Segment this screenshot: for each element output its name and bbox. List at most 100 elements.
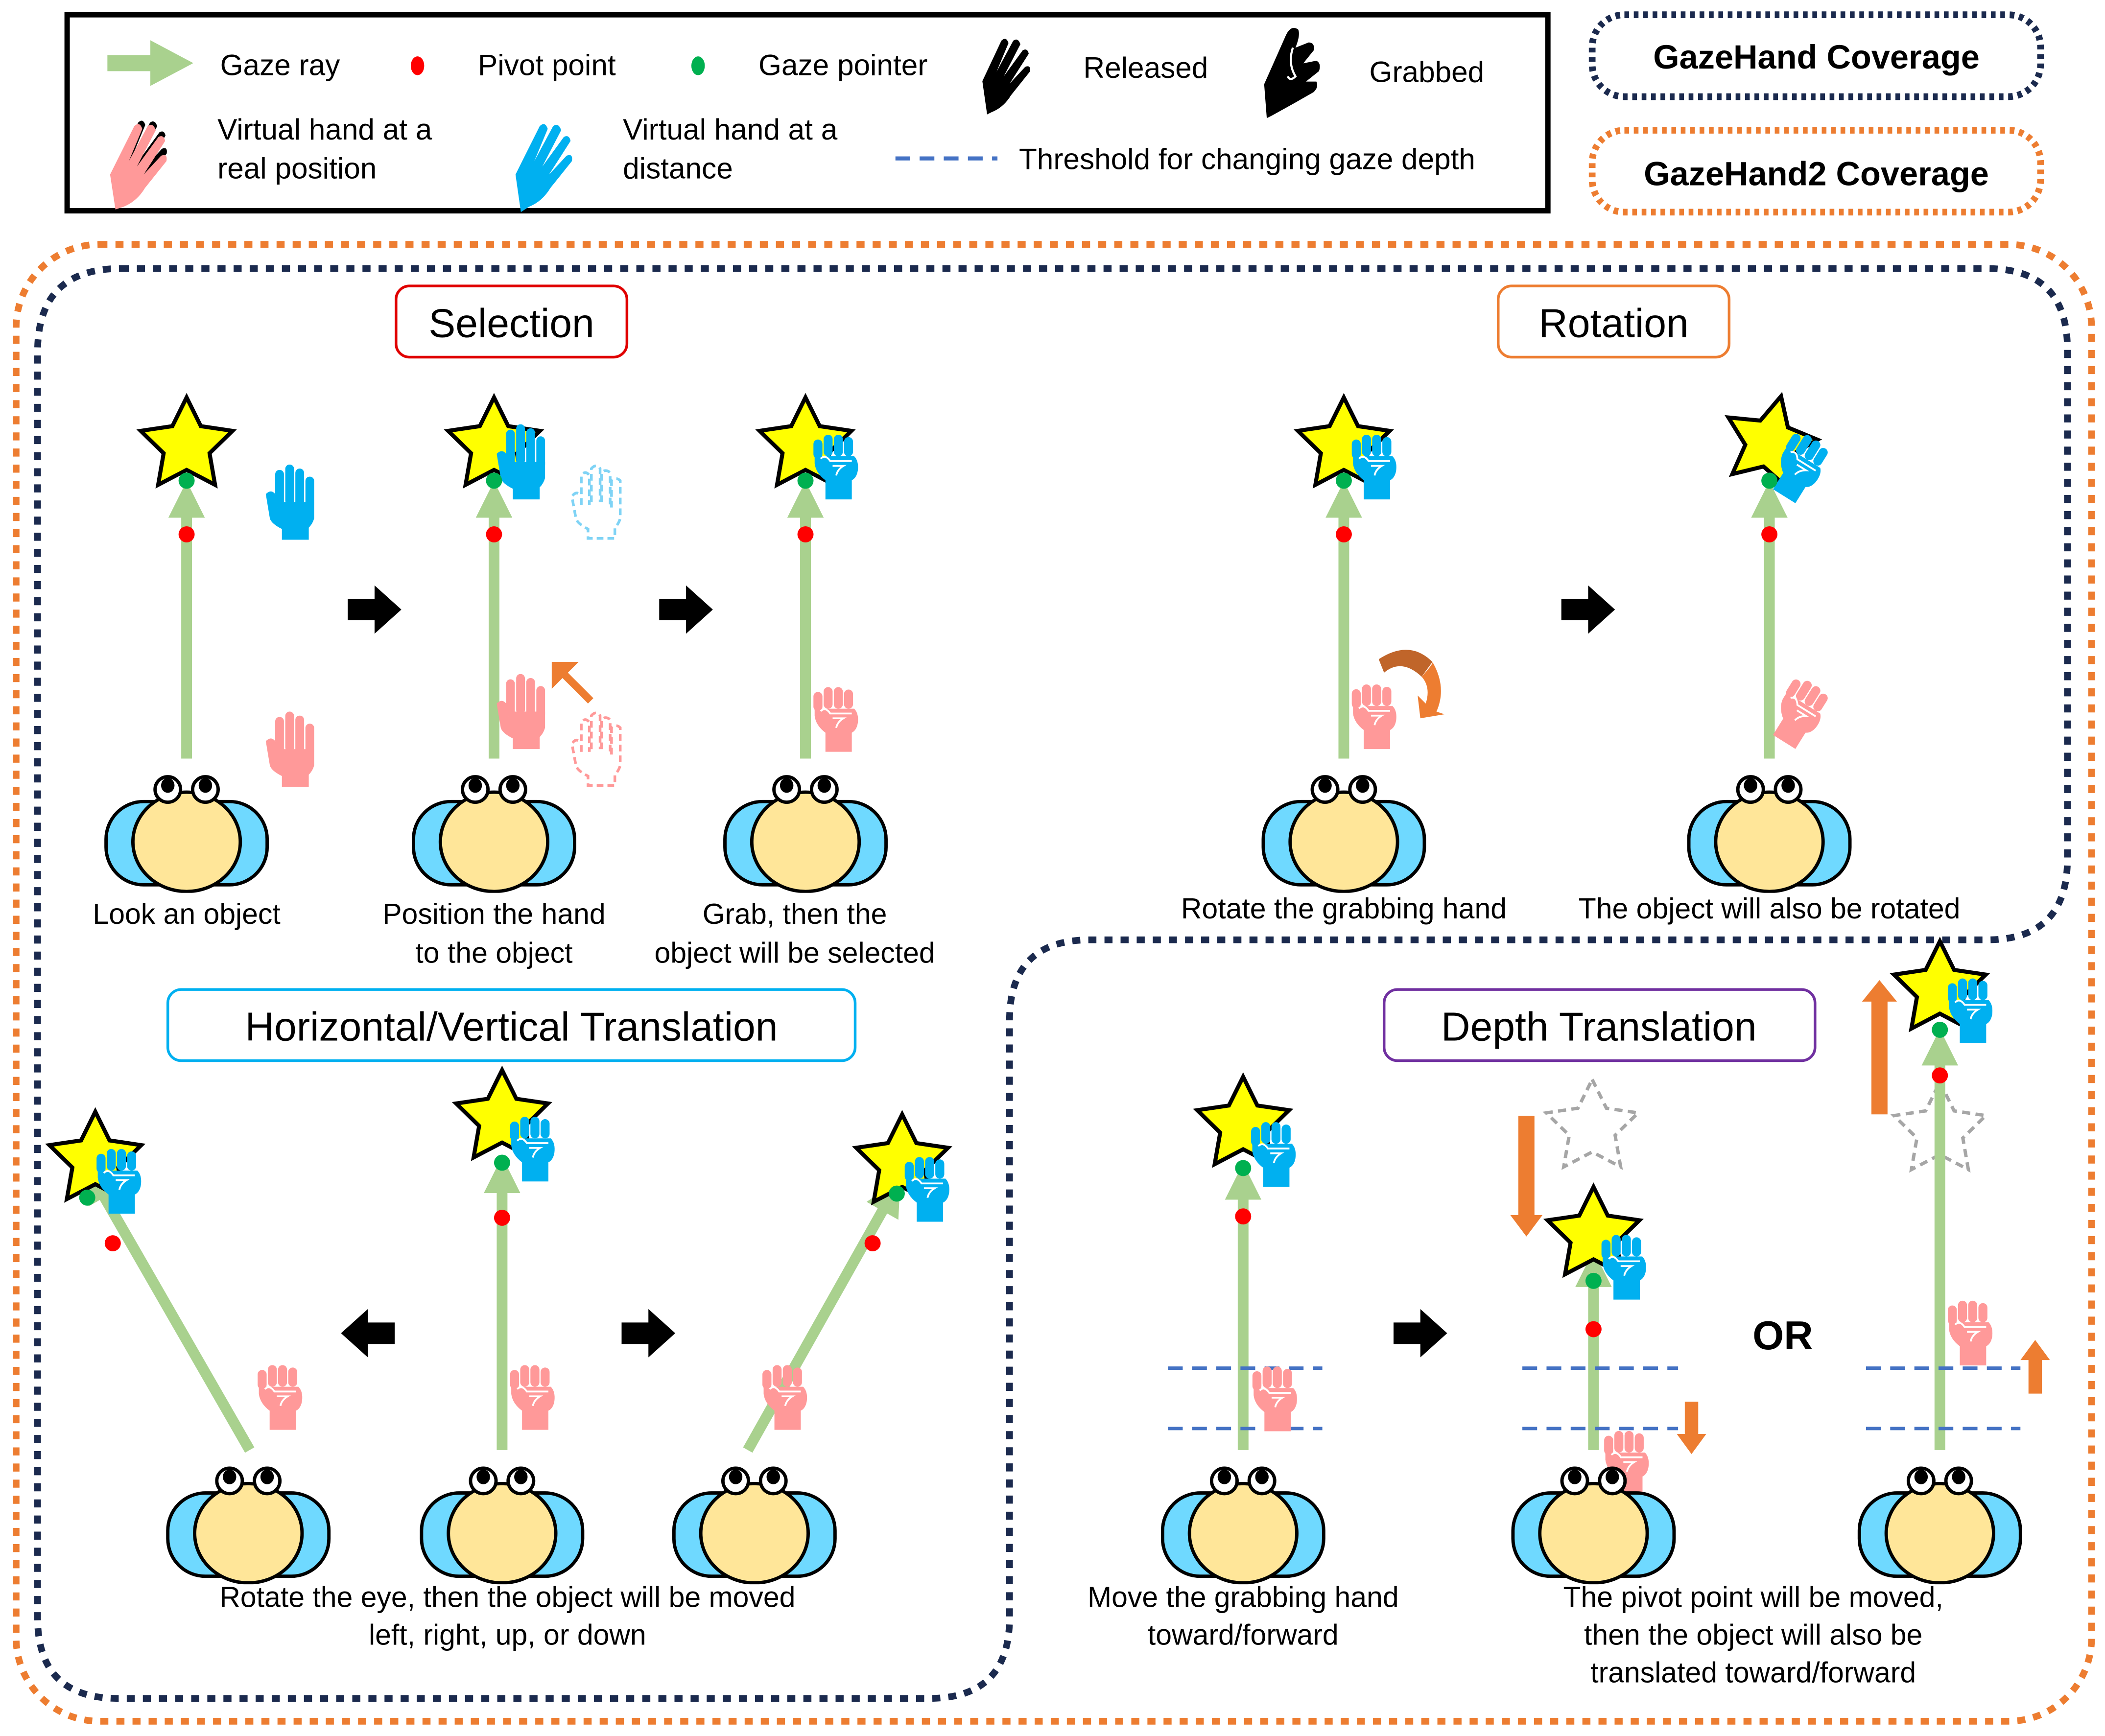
legend-grabbed-label: Grabbed bbox=[1370, 55, 1485, 88]
depth-caption-2-line3: translated toward/forward bbox=[1590, 1657, 1916, 1689]
real-hand-open-icon bbox=[497, 674, 545, 750]
or-label: OR bbox=[1752, 1314, 1813, 1358]
selection-step-1: Look an object bbox=[93, 398, 314, 930]
rotation-step-2-caption: The object will also be rotated bbox=[1579, 893, 1961, 925]
user-head-icon bbox=[1689, 777, 1850, 891]
right-arrow-icon bbox=[621, 1309, 676, 1358]
hv-translation-title: Horizontal/Vertical Translation bbox=[245, 1005, 778, 1049]
real-hand-open-icon bbox=[265, 711, 314, 787]
next-arrow-icon bbox=[1393, 1309, 1447, 1358]
virtual-hand-distance-legend-icon bbox=[515, 124, 572, 212]
user-head-icon bbox=[413, 777, 574, 891]
pivot-point-icon bbox=[178, 526, 195, 542]
distance-hand-fist-icon bbox=[1947, 977, 1993, 1043]
gaze-pointer-legend-icon bbox=[691, 56, 705, 75]
depth-caption-2-line2: then the object will also be bbox=[1584, 1619, 1922, 1651]
selection-step-3-caption-line1: Grab, then the bbox=[703, 898, 887, 930]
pivot-point-icon bbox=[1235, 1208, 1252, 1225]
selection-section: Selection Look an object Position the bbox=[93, 284, 935, 969]
legend-hand-distance-line2: distance bbox=[623, 152, 733, 185]
selection-step-1-caption: Look an object bbox=[93, 898, 280, 930]
legend-gaze-ray-label: Gaze ray bbox=[220, 48, 341, 82]
gazehand2-coverage-frame bbox=[1588, 127, 2044, 216]
gaze-pointer-icon bbox=[486, 472, 502, 489]
gazehand-coverage-label: GazeHand Coverage bbox=[1653, 38, 1980, 76]
gaze-pointer-icon bbox=[1761, 472, 1778, 489]
depth-translation-title-box bbox=[1382, 988, 1817, 1062]
user-head-icon bbox=[1263, 777, 1424, 891]
gaze-pointer-icon bbox=[1336, 472, 1352, 489]
next-arrow-icon bbox=[1561, 585, 1615, 634]
coverage-legend: GazeHand Coverage GazeHand2 Coverage bbox=[1588, 11, 2044, 216]
depth-caption-1-line1: Move the grabbing hand bbox=[1088, 1582, 1399, 1614]
selection-step-2: Position the hand to the object bbox=[382, 398, 620, 969]
gaze-pointer-icon bbox=[178, 472, 195, 489]
pivot-point-icon bbox=[864, 1235, 881, 1251]
next-arrow-icon bbox=[659, 585, 713, 634]
depth-initial-state: Move the grabbing hand toward/forward bbox=[1088, 1077, 1399, 1651]
rotate-arrow-icon bbox=[1378, 650, 1445, 719]
legend-hand-distance-line1: Virtual hand at a bbox=[623, 113, 838, 146]
gaze-pointer-icon bbox=[1585, 1272, 1602, 1289]
gazehand-coverage-frame bbox=[1588, 11, 2044, 100]
move-down-arrow-icon bbox=[1510, 1115, 1543, 1237]
hv-center-state bbox=[422, 1070, 583, 1583]
pivot-point-icon bbox=[1336, 526, 1352, 542]
user-head-icon bbox=[1513, 1468, 1674, 1583]
legend-released-label: Released bbox=[1084, 51, 1208, 84]
hv-translation-caption-line1: Rotate the eye, then the object will be … bbox=[219, 1582, 795, 1614]
real-hand-fist-icon bbox=[257, 1364, 304, 1430]
move-up-arrow-icon bbox=[1862, 980, 1897, 1115]
rotation-step-1: Rotate the grabbing hand bbox=[1181, 398, 1507, 925]
selection-step-3: Grab, then the object will be selected bbox=[654, 398, 935, 969]
user-head-icon bbox=[106, 777, 267, 891]
gazehand-coverage-region bbox=[34, 265, 2071, 1702]
hv-translation-section: Horizontal/Vertical Translation bbox=[49, 988, 950, 1651]
distance-hand-fist-icon bbox=[1250, 1121, 1297, 1187]
hand-up-arrow-icon bbox=[2020, 1339, 2050, 1394]
previous-real-hand-dashed-icon bbox=[572, 713, 620, 785]
pivot-point-icon bbox=[104, 1235, 121, 1251]
hv-left-state bbox=[49, 1112, 329, 1583]
distance-hand-open-icon bbox=[265, 464, 314, 540]
star-object-icon bbox=[141, 398, 233, 485]
rotation-title: Rotation bbox=[1538, 301, 1688, 346]
depth-toward-state bbox=[1510, 1079, 1706, 1583]
pivot-point-icon bbox=[1932, 1067, 1948, 1084]
gazehand2-coverage-label: GazeHand2 Coverage bbox=[1644, 155, 1989, 192]
distance-hand-fist-icon bbox=[1600, 1234, 1647, 1300]
hv-translation-caption-line2: left, right, up, or down bbox=[369, 1619, 646, 1651]
legend-hand-real-line1: Virtual hand at a bbox=[217, 113, 432, 146]
selection-step-2-caption-line2: to the object bbox=[415, 937, 572, 969]
pivot-point-icon bbox=[494, 1209, 510, 1226]
selection-step-2-caption-line1: Position the hand bbox=[382, 898, 605, 930]
gaze-pointer-icon bbox=[1932, 1022, 1948, 1038]
user-head-icon bbox=[1162, 1468, 1324, 1583]
pivot-point-icon bbox=[1585, 1321, 1602, 1337]
gaze-pointer-icon bbox=[889, 1185, 905, 1202]
gaze-ray bbox=[86, 1166, 255, 1453]
gaze-pointer-icon bbox=[494, 1154, 510, 1171]
pivot-point-icon bbox=[486, 526, 502, 542]
user-head-icon bbox=[725, 777, 886, 891]
gaze-ray-legend-icon bbox=[107, 40, 193, 86]
pivot-point-icon bbox=[797, 526, 814, 542]
legend: Gaze ray Pivot point Gaze pointer Releas… bbox=[64, 12, 1551, 214]
rotation-title-box bbox=[1497, 284, 1731, 359]
depth-caption-2-line1: The pivot point will be moved, bbox=[1563, 1582, 1943, 1614]
distance-hand-fist-icon bbox=[812, 434, 859, 500]
real-hand-fist-icon bbox=[1350, 683, 1397, 750]
gaze-pointer-icon bbox=[1235, 1160, 1252, 1176]
depth-translation-section: Depth Translation Move the grabbing hand… bbox=[1088, 941, 2050, 1689]
selection-title-box bbox=[395, 284, 629, 359]
rotation-step-1-caption: Rotate the grabbing hand bbox=[1181, 893, 1507, 925]
rotation-step-2: The object will also be rotated bbox=[1579, 385, 1961, 925]
real-hand-fist-icon bbox=[1947, 1300, 1993, 1366]
rotation-section: Rotation Rotate the grabbing hand Th bbox=[1181, 284, 1961, 925]
pivot-point-legend-icon bbox=[410, 56, 425, 75]
selection-step-3-caption-line2: object will be selected bbox=[654, 937, 935, 969]
distance-hand-fist-icon bbox=[1350, 434, 1397, 500]
gaze-ray bbox=[743, 1179, 900, 1453]
depth-translation-title: Depth Translation bbox=[1441, 1005, 1757, 1049]
